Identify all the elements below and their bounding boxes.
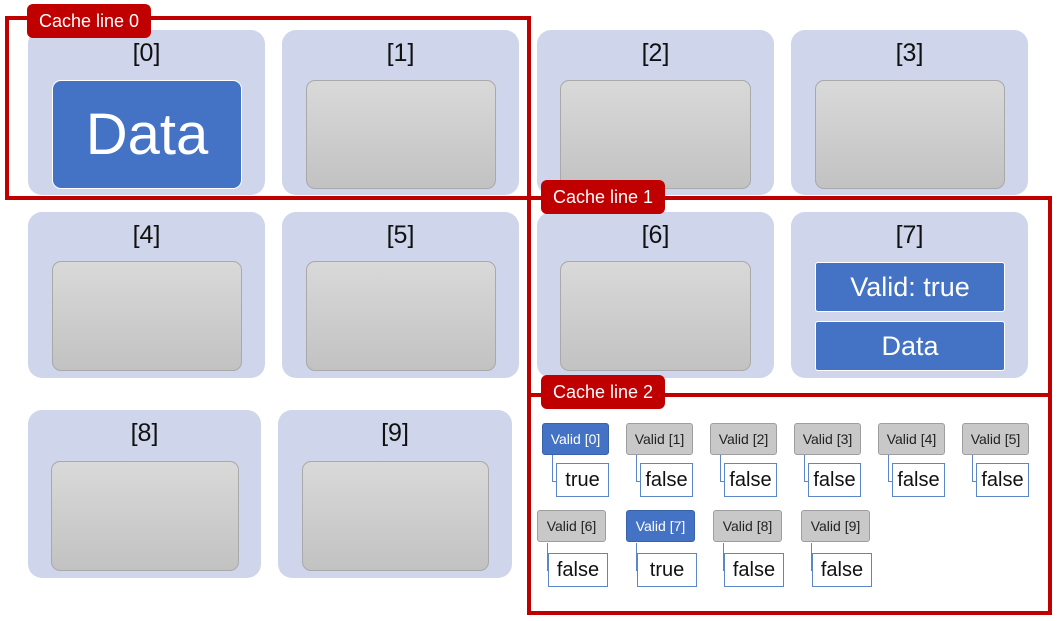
slot-0-label: [0] bbox=[132, 39, 161, 67]
slot-5-empty bbox=[306, 261, 496, 371]
connector-4 bbox=[888, 454, 893, 482]
slot-0-data: Data bbox=[52, 80, 242, 189]
slot-8-label: [8] bbox=[130, 419, 159, 447]
slot-2: [2] bbox=[537, 30, 774, 195]
valid-flag-9: Valid [9] bbox=[801, 510, 870, 542]
slot-7: [7] Valid: true Data bbox=[791, 212, 1028, 378]
valid-flag-3: Valid [3] bbox=[794, 423, 861, 455]
cache-line-1-box bbox=[527, 196, 1052, 397]
slot-4-label: [4] bbox=[132, 221, 161, 249]
connector-2 bbox=[720, 454, 725, 482]
slot-1-label: [1] bbox=[386, 39, 415, 67]
slot-7-label: [7] bbox=[895, 221, 924, 249]
valid-flag-8: Valid [8] bbox=[713, 510, 782, 542]
slot-9-empty bbox=[302, 461, 489, 571]
slot-1-empty bbox=[306, 80, 496, 189]
cache-line-2-tag: Cache line 2 bbox=[541, 375, 666, 409]
cache-line-0-tag: Cache line 0 bbox=[27, 4, 152, 38]
valid-flag-0: Valid [0] bbox=[542, 423, 609, 455]
cache-line-1-tag: Cache line 1 bbox=[541, 180, 666, 214]
slot-7-valid: Valid: true bbox=[815, 262, 1005, 312]
valid-value-6: false bbox=[548, 553, 608, 587]
slot-3-label: [3] bbox=[895, 39, 924, 67]
slot-9: [9] bbox=[278, 410, 512, 578]
valid-flag-1: Valid [1] bbox=[626, 423, 693, 455]
valid-value-1: false bbox=[640, 463, 693, 497]
slot-6: [6] bbox=[537, 212, 774, 378]
slot-8: [8] bbox=[28, 410, 261, 578]
valid-value-7: true bbox=[637, 553, 697, 587]
slot-0: [0] Data bbox=[28, 30, 265, 195]
connector-1 bbox=[636, 454, 641, 482]
slot-4-empty bbox=[52, 261, 242, 371]
cache-line-0-box bbox=[5, 16, 531, 200]
slot-6-label: [6] bbox=[641, 221, 670, 249]
valid-flag-2: Valid [2] bbox=[710, 423, 777, 455]
valid-flag-6: Valid [6] bbox=[537, 510, 606, 542]
slot-6-empty bbox=[560, 261, 751, 371]
valid-value-8: false bbox=[724, 553, 784, 587]
valid-value-2: false bbox=[724, 463, 777, 497]
valid-value-4: false bbox=[892, 463, 945, 497]
valid-flag-4: Valid [4] bbox=[878, 423, 945, 455]
connector-3 bbox=[804, 454, 809, 482]
valid-value-9: false bbox=[812, 553, 872, 587]
valid-value-0: true bbox=[556, 463, 609, 497]
slot-2-label: [2] bbox=[641, 39, 670, 67]
connector-5 bbox=[972, 454, 977, 482]
valid-flag-7: Valid [7] bbox=[626, 510, 695, 542]
valid-flag-5: Valid [5] bbox=[962, 423, 1029, 455]
slot-5: [5] bbox=[282, 212, 519, 378]
slot-1: [1] bbox=[282, 30, 519, 195]
connector-0 bbox=[552, 454, 557, 482]
cache-line-2-box bbox=[527, 393, 1052, 615]
slot-5-label: [5] bbox=[386, 221, 415, 249]
slot-2-empty bbox=[560, 80, 751, 189]
valid-value-5: false bbox=[976, 463, 1029, 497]
slot-3: [3] bbox=[791, 30, 1028, 195]
valid-value-3: false bbox=[808, 463, 861, 497]
slot-4: [4] bbox=[28, 212, 265, 378]
slot-9-label: [9] bbox=[381, 419, 409, 447]
slot-7-data: Data bbox=[815, 321, 1005, 371]
slot-3-empty bbox=[815, 80, 1005, 189]
slot-8-empty bbox=[51, 461, 239, 571]
